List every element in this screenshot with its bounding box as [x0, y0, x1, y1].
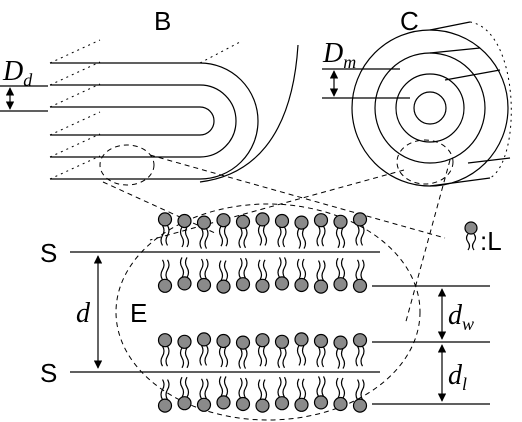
lipid-molecule: [255, 333, 270, 367]
zoom-connectors: [102, 154, 451, 326]
lipid-molecule: [255, 379, 270, 413]
dw-dl-dimensions: dw dl: [372, 285, 490, 405]
lipid-molecule: [333, 214, 348, 249]
lipid-molecule: [216, 376, 231, 410]
lipid-molecule: [352, 212, 368, 246]
s-top-label: S: [40, 238, 57, 268]
lipid-molecule: [177, 376, 192, 411]
lipid-molecule: [274, 257, 290, 291]
lipid-molecule: [274, 334, 290, 369]
lipid-molecule: [313, 213, 329, 247]
lipid-molecule: [235, 377, 251, 412]
panel-b-label: B: [154, 6, 171, 36]
lipid-molecule: [196, 378, 212, 412]
e-label: E: [130, 298, 147, 328]
panel-c-label: C: [400, 6, 419, 36]
dm-dimension: Dm: [322, 38, 410, 99]
lipid-molecule: [333, 377, 348, 412]
dd-label: Dd: [2, 56, 33, 90]
lipid-molecule: [157, 333, 173, 367]
lipid-molecule: [216, 213, 231, 247]
lipid-molecule: [274, 213, 290, 248]
lipid-molecule: [294, 378, 309, 412]
lipid-molecule: [333, 257, 348, 292]
panel-b-lamellar-fold: [49, 39, 299, 186]
lipid-molecule: [313, 260, 329, 294]
lipid-molecule: [235, 335, 251, 369]
dm-label: Dm: [322, 38, 356, 72]
lipid-molecule: [352, 333, 368, 367]
lipid-molecule: [235, 257, 251, 292]
lipid-molecule: [157, 212, 173, 246]
dl-label: dl: [448, 360, 467, 394]
lipid-molecule: [274, 376, 290, 411]
lipid-molecule: [216, 260, 231, 294]
lipid-molecule: [333, 335, 348, 369]
panel-e-zoom-ellipse: [115, 203, 421, 421]
lipid-molecule: [157, 379, 173, 413]
dw-label: dw: [448, 300, 474, 334]
lipid-molecule: [255, 259, 270, 293]
s-bottom-label: S: [40, 358, 57, 388]
bilayer-stack: [157, 212, 368, 413]
lipid-molecule: [313, 333, 329, 368]
lipid-molecule: [313, 376, 329, 410]
d-label: d: [76, 298, 91, 329]
lipid-molecule: [294, 215, 309, 249]
lipid-legend: :L: [464, 221, 502, 256]
lipid-molecule: [177, 213, 192, 248]
lipid-molecule: [196, 258, 212, 293]
lipid-molecule: [352, 379, 368, 413]
lipid-molecule: [294, 332, 309, 366]
legend-text: :L: [480, 226, 502, 256]
lipid-molecule: [216, 333, 231, 368]
lipid-icon: [464, 221, 478, 251]
lipid-molecule: [294, 258, 309, 293]
lipid-molecule: [157, 259, 173, 293]
lipid-molecule: [255, 212, 270, 246]
lipid-molecule: [235, 214, 251, 249]
lipid-molecule: [177, 257, 192, 291]
lipid-molecule: [196, 215, 212, 249]
lipid-molecule: [177, 334, 192, 369]
lipid-molecule: [352, 259, 368, 293]
panel-c-cylinder: [351, 21, 512, 187]
dd-dimension: Dd: [0, 56, 48, 112]
lipid-molecule: [196, 332, 212, 366]
